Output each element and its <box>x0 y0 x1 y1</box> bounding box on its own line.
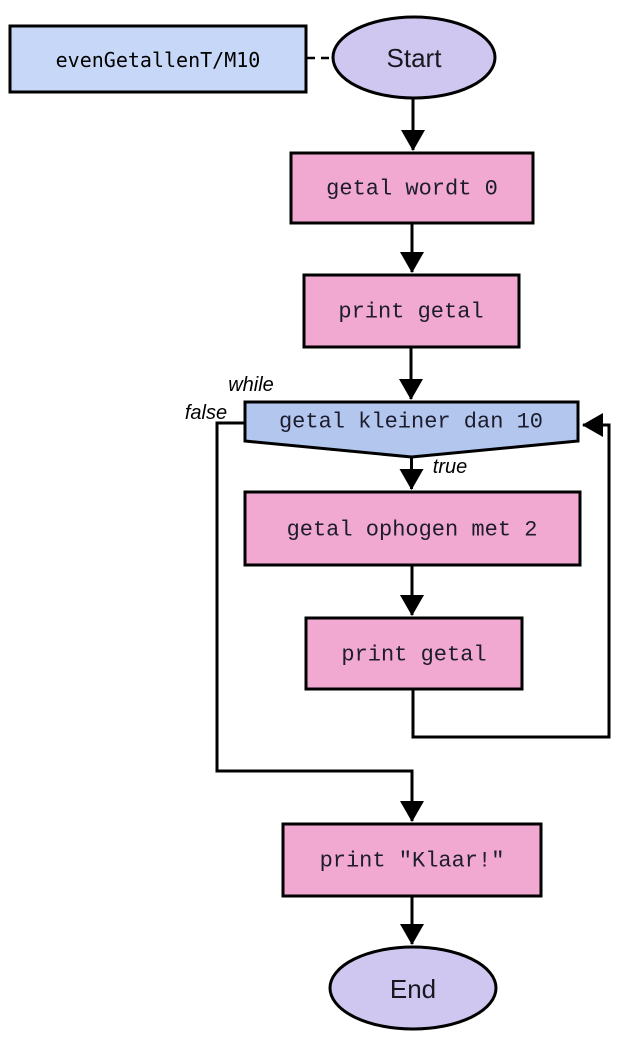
end-terminal <box>328 945 498 1031</box>
end-terminal-text: End <box>390 974 436 1004</box>
process-init-box <box>289 151 535 225</box>
true-label: true <box>433 456 467 478</box>
edge-loopback-to-condition <box>411 413 611 739</box>
process-print-done-box <box>281 822 543 898</box>
process-print-done-text: print "Klaar!" <box>320 849 505 874</box>
process-print-loop-box <box>304 616 524 691</box>
process-increment-text: getal ophogen met 2 <box>287 518 538 543</box>
while-label: while <box>228 374 274 396</box>
process-print-first-text: print getal <box>338 300 483 325</box>
false-label: false <box>185 402 227 424</box>
function-label-text: evenGetallenT/M10 <box>56 48 261 72</box>
function-label-box <box>8 24 308 94</box>
start-terminal <box>331 15 497 100</box>
process-increment-box <box>243 490 582 567</box>
edge-condition-false-to-print-done <box>215 421 424 822</box>
start-terminal-text: Start <box>387 43 443 73</box>
condition-text: getal kleiner dan 10 <box>279 410 543 435</box>
process-init-text: getal wordt 0 <box>326 177 498 202</box>
process-print-loop-text: print getal <box>341 643 486 668</box>
condition-shape <box>243 400 580 459</box>
process-print-first-box <box>302 273 521 349</box>
